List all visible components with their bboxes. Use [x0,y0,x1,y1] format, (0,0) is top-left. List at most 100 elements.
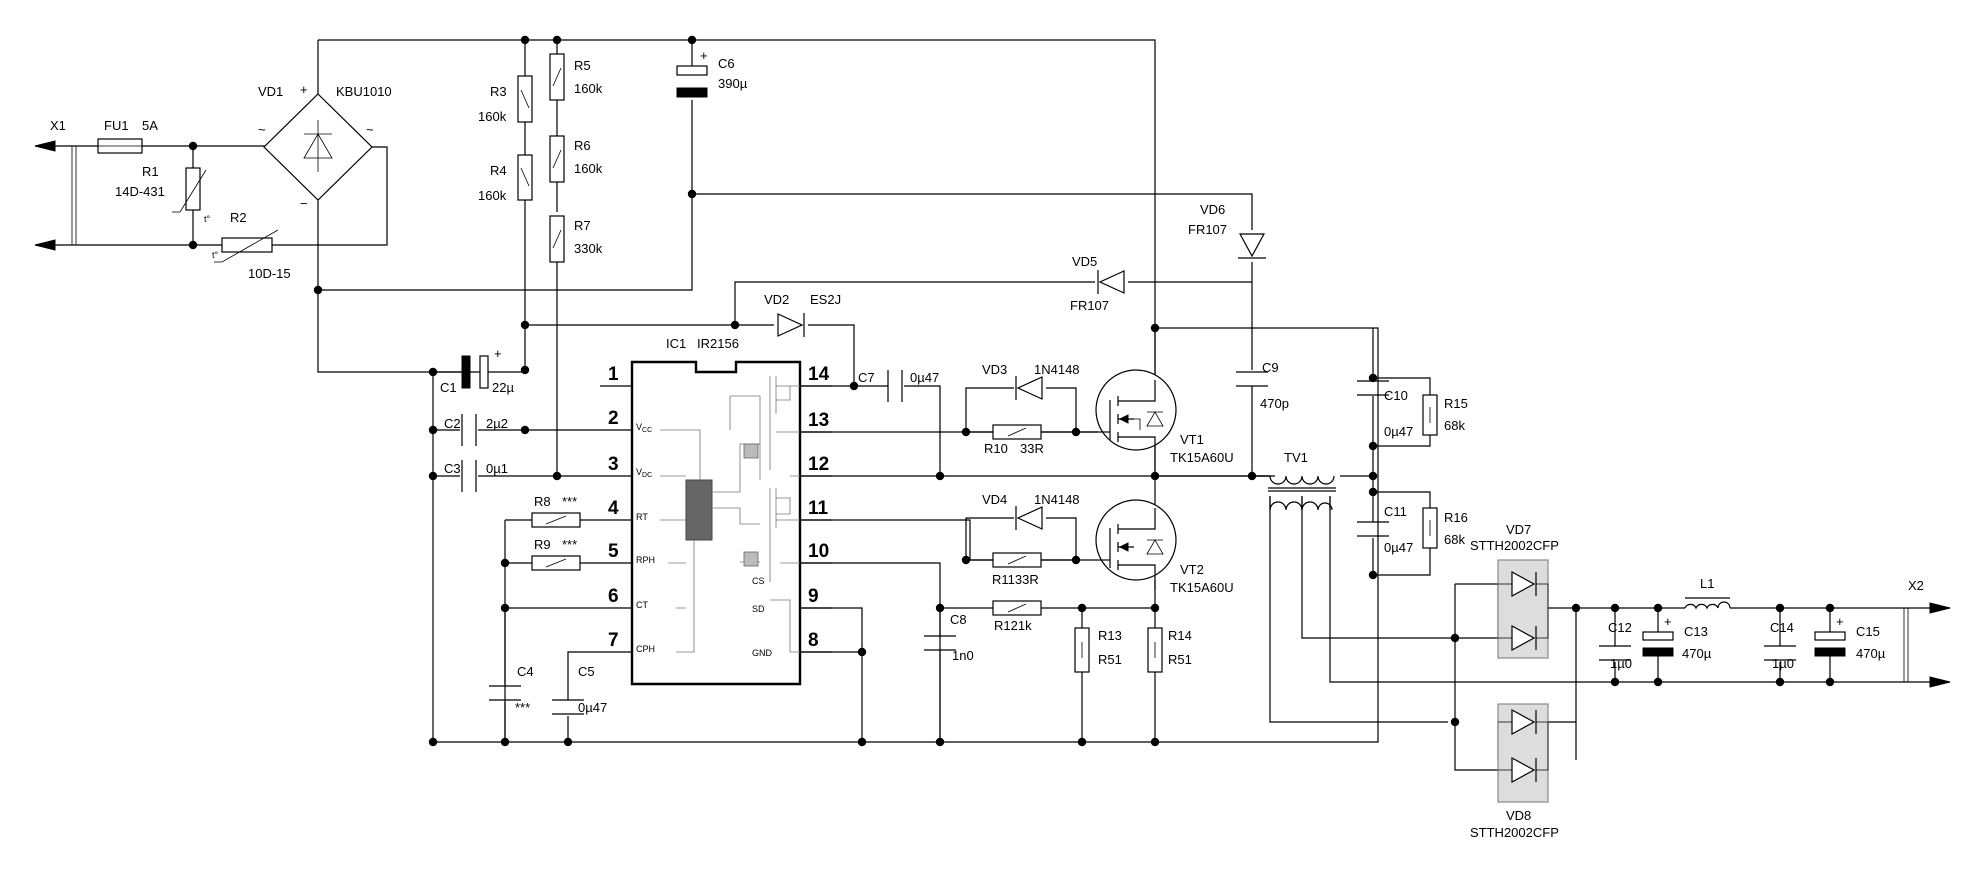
capacitor-c8: C8 1n0 [924,608,974,742]
capacitor-c3: C3 0µ1 [444,460,508,492]
c12-value: 1µ0 [1610,656,1632,671]
resistor-r15: R15 68k [1422,394,1468,436]
c3-value: 0µ1 [486,461,508,476]
c3-ref: C3 [444,461,461,476]
mosfet-vt1: VT1 TK15A60U [1095,369,1234,465]
c13-ref: C13 [1684,624,1708,639]
vd1-value: KBU1010 [336,84,392,99]
r5-value: 160k [574,81,603,96]
svg-text:VCC: VCC [636,422,652,434]
transformer-tv1: TV1 [1268,450,1336,511]
c13-value: 470µ [1682,646,1712,661]
vd1-ac-right: ~ [366,122,374,137]
c5-ref: C5 [578,664,595,679]
r13-value: R51 [1098,652,1122,667]
capacitor-c15: + C15 470µ [1814,614,1886,661]
vd4-ref: VD4 [982,492,1007,507]
vd1-plus: + [300,82,308,97]
r1-ref: R1 [142,164,159,179]
c2-ref: C2 [444,416,461,431]
diode-vd5: VD5 FR107 [1070,254,1125,313]
r12-label: R121k [994,618,1032,633]
ic1-pin-6: 6 [608,586,619,607]
capacitor-c5: C5 0µ47 [552,664,607,715]
c13-plus: + [1664,614,1672,629]
resistor-r9: R9 *** [531,537,581,571]
ic1-ct-label: CT [636,600,648,610]
vd2-ref: VD2 [764,292,789,307]
vd7-ref: VD7 [1506,522,1531,537]
r6-ref: R6 [574,138,591,153]
r2-ref: R2 [230,210,247,225]
thermistor-r2: R2 10D-15 t° [212,210,291,281]
vd8-ref: VD8 [1506,808,1531,823]
diode-vd6: VD6 FR107 [1188,202,1266,259]
resistor-r5: R5 160k [549,53,603,101]
capacitor-c4: C4 *** [489,664,534,715]
vd6-ref: VD6 [1200,202,1225,217]
vd4-value: 1N4148 [1034,492,1080,507]
vt2-value: TK15A60U [1170,580,1234,595]
r1-value: 14D-431 [115,184,165,199]
ic1-pin-11: 11 [808,498,829,519]
c7-value: 0µ47 [910,370,939,385]
vd3-value: 1N4148 [1034,362,1080,377]
r3-ref: R3 [490,84,507,99]
ic1-pin-12: 12 [808,454,829,475]
ic1-pin-10: 10 [808,541,829,562]
ic1-ref: IC1 [666,336,686,351]
capacitor-c9: C9 470p [1236,360,1289,411]
svg-text:VDC: VDC [636,467,652,479]
capacitor-c14: C14 1µ0 [1764,620,1796,671]
c5-value: 0µ47 [578,700,607,715]
ic1-vdc-label: V [636,467,642,477]
c6-plus: + [700,48,708,63]
r1-t-mark: t° [204,214,211,224]
r2-t-mark: t° [212,250,219,260]
capacitor-c7: C7 0µ47 [858,370,939,402]
ic1-pin-14: 14 [808,364,830,385]
ic1-cph-label: CPH [636,644,655,654]
c1-ref: C1 [440,380,457,395]
fu1-value: 5A [142,118,158,133]
r4-ref: R4 [490,163,507,178]
resistor-r6: R6 160k [549,135,603,183]
c9-value: 470p [1260,396,1289,411]
connector-x2: X2 [1908,578,1951,688]
r14-ref: R14 [1168,628,1192,643]
vd2-value: ES2J [810,292,841,307]
vt1-value: TK15A60U [1170,450,1234,465]
vt2-ref: VT2 [1180,562,1204,577]
c1-value: 22µ [492,380,514,395]
vd3-ref: VD3 [982,362,1007,377]
c8-value: 1n0 [952,648,974,663]
fu1-ref: FU1 [104,118,129,133]
c4-ref: C4 [517,664,534,679]
ic1-cs-label: CS [752,576,765,586]
resistor-r16: R16 68k [1422,507,1468,549]
capacitor-c11: C11 0µ47 [1357,504,1413,555]
ic1-pin-7: 7 [608,630,619,651]
resistor-r11: R1133R [992,552,1042,587]
diode-vd4: VD4 1N4148 [982,492,1080,530]
l1-ref: L1 [1700,576,1714,591]
c4-value: *** [515,700,530,715]
vd6-value: FR107 [1188,222,1227,237]
r13-ref: R13 [1098,628,1122,643]
resistor-r12: R121k [992,600,1042,633]
c11-value: 0µ47 [1384,540,1413,555]
bridge-rectifier-vd1: VD1 KBU1010 + − ~ ~ [258,82,392,211]
tv1-ref: TV1 [1284,450,1308,465]
ic1-sd-label: SD [752,604,765,614]
vd1-ac-left: ~ [258,122,266,137]
resistor-r3: R3 160k [478,75,533,124]
r9-value: *** [562,537,577,552]
vd7-value: STTH2002CFP [1470,538,1559,553]
wires [35,39,1950,771]
r4-value: 160k [478,188,507,203]
c15-plus: + [1836,614,1844,629]
vd5-ref: VD5 [1072,254,1097,269]
resistor-r13: R13 R51 [1074,627,1122,673]
inductor-l1: L1 [1684,576,1731,610]
